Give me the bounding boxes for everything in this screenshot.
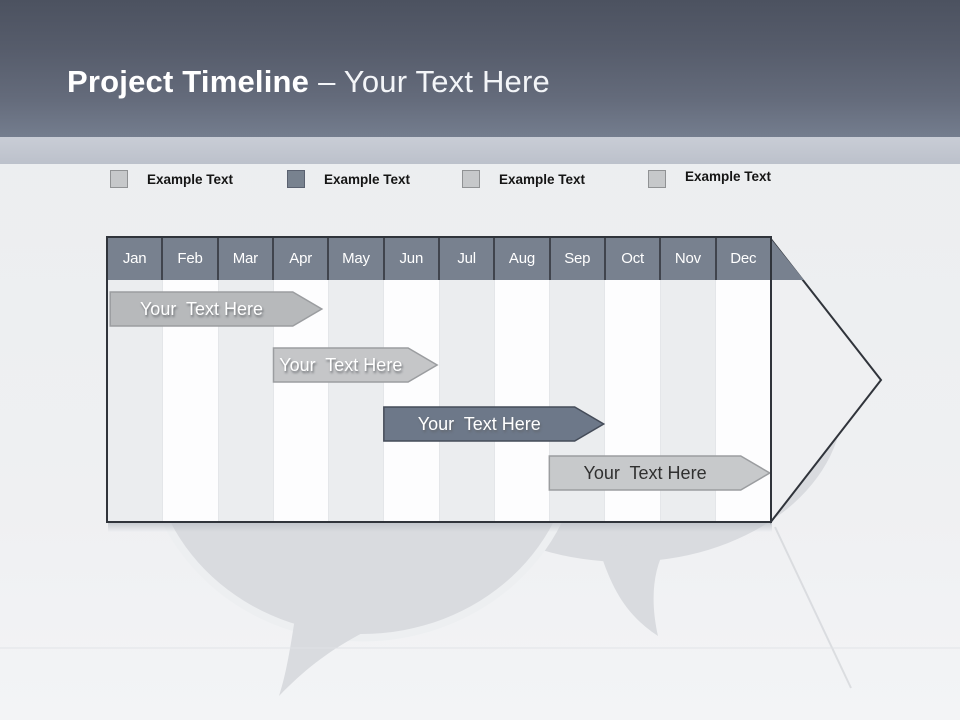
page-title-main: Project Timeline xyxy=(67,64,310,99)
legend-item: Example Text xyxy=(110,169,233,189)
month-cell: Nov xyxy=(659,238,714,280)
timeline-arrow-head xyxy=(770,236,883,525)
legend-item-label: Example Text xyxy=(685,168,772,184)
timeline-bar-label: Your Text Here xyxy=(583,463,707,483)
month-cell: Apr xyxy=(271,238,327,280)
month-cell: Mar xyxy=(216,238,272,280)
month-cell: Feb xyxy=(161,238,216,280)
bars-layer xyxy=(109,291,770,491)
month-cell: Jan xyxy=(122,250,147,267)
timeline-bar xyxy=(109,291,324,327)
legend-item: Example Text xyxy=(287,169,410,189)
page-title-sub: – Your Text Here xyxy=(318,64,550,99)
month-column xyxy=(329,280,385,521)
month-column xyxy=(439,280,495,521)
month-cell: Dec xyxy=(714,238,770,280)
month-cell: May xyxy=(327,238,382,280)
legend-item-label: Example Text xyxy=(324,171,411,187)
month-cell: Aug xyxy=(493,238,548,280)
month-column xyxy=(384,280,440,521)
page-title: Project Timeline– Your Text Here xyxy=(67,62,550,102)
month-cell: Jun xyxy=(382,238,438,280)
legend-swatch xyxy=(462,170,480,188)
month-cell: Oct xyxy=(603,238,659,280)
legend-swatch xyxy=(287,170,305,188)
month-cell: Sep xyxy=(548,238,604,280)
legend-item: Example Text xyxy=(648,169,771,189)
timeline-bar xyxy=(383,406,606,442)
arrow-head-month-band xyxy=(771,239,804,280)
header-divider-band xyxy=(0,137,960,164)
month-column xyxy=(494,280,550,521)
legend-swatch xyxy=(110,170,128,188)
timeline-bar-label: Your Text Here xyxy=(417,414,541,434)
legend-swatch xyxy=(648,170,666,188)
arrow-reflection-line xyxy=(774,526,852,689)
timeline-bar-label: Your Text Here xyxy=(279,355,403,375)
chart-reflection xyxy=(108,523,772,532)
month-cell: Jul xyxy=(437,238,493,280)
arrow-head-body xyxy=(770,236,883,525)
timeline-bar-label: Your Text Here xyxy=(139,299,264,319)
legend-item: Example Text xyxy=(462,169,585,189)
slide-header: Project Timeline– Your Text Here xyxy=(0,0,960,137)
legend-item-label: Example Text xyxy=(147,171,234,187)
timeline-bar xyxy=(548,455,770,491)
timeline-bar xyxy=(272,347,439,383)
legend-item-label: Example Text xyxy=(499,171,586,187)
